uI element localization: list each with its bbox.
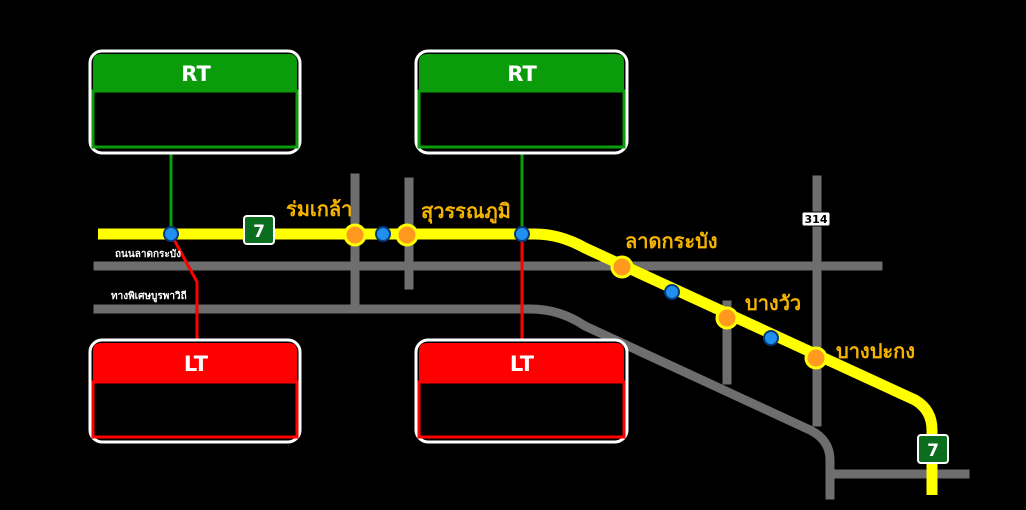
motorway-7 bbox=[98, 228, 938, 495]
rt-sign-right: RT bbox=[414, 49, 629, 155]
junction-lat-krabang[interactable] bbox=[610, 255, 634, 279]
junction-rom-klao[interactable] bbox=[343, 223, 367, 247]
label-motorway: ทางพิเศษบูรพาวิถี bbox=[111, 290, 187, 303]
label-bang-pakong: บางปะกง bbox=[836, 339, 915, 363]
junction-bang-wua[interactable] bbox=[715, 306, 739, 330]
highway-shield-1: 7 bbox=[243, 215, 275, 245]
label-suvarnabhumi: สุวรรณภูมิ bbox=[421, 199, 511, 225]
junction-blue-2[interactable] bbox=[375, 226, 391, 242]
junction-blue-1[interactable] bbox=[163, 226, 179, 242]
junction-blue-4[interactable] bbox=[664, 284, 680, 300]
highway-shield-2: 7 bbox=[917, 434, 949, 464]
rt-sign-left: RT bbox=[88, 49, 302, 155]
rt-sign-title: RT bbox=[507, 62, 537, 86]
junctions bbox=[163, 223, 828, 370]
label-lat-krabang-road: ถนนลาดกระบัง bbox=[115, 248, 181, 260]
lt-sign-title: LT bbox=[184, 352, 209, 376]
junction-suvarnabhumi[interactable] bbox=[395, 223, 419, 247]
highway-shield-text: 7 bbox=[927, 441, 939, 461]
junction-blue-5[interactable] bbox=[763, 330, 779, 346]
route-marker-text: 314 bbox=[805, 213, 828, 226]
lt-sign-right: LT bbox=[414, 338, 629, 444]
label-bang-wua: บางวัว bbox=[745, 291, 801, 315]
road-burapha-withi bbox=[93, 304, 835, 500]
local-roads bbox=[93, 173, 970, 500]
lt-sign-title: LT bbox=[510, 352, 535, 376]
connector-lt-left bbox=[169, 233, 199, 344]
route-marker-314: 314 bbox=[801, 211, 831, 227]
junction-blue-3[interactable] bbox=[514, 226, 530, 242]
lt-sign-left: LT bbox=[88, 338, 302, 444]
highway-shield-text: 7 bbox=[253, 222, 265, 242]
junction-bang-pakong[interactable] bbox=[804, 346, 828, 370]
label-rom-klao: ร่มเกล้า bbox=[286, 197, 352, 221]
rt-sign-title: RT bbox=[181, 62, 211, 86]
label-lat-krabang: ลาดกระบัง bbox=[625, 229, 718, 253]
